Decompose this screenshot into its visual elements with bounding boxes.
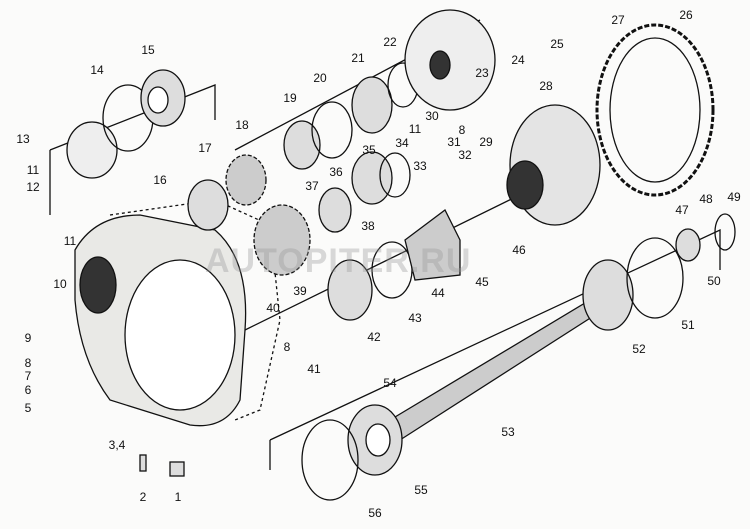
part-label: 50 bbox=[707, 274, 721, 288]
part-label: 26 bbox=[679, 8, 693, 22]
part-label: 12 bbox=[26, 180, 40, 194]
part-label: 16 bbox=[153, 173, 167, 187]
part-label: 56 bbox=[368, 506, 382, 520]
cover-13 bbox=[66, 121, 118, 179]
gear-16 bbox=[253, 204, 311, 276]
part-label: 35 bbox=[362, 143, 376, 157]
part-label: 48 bbox=[699, 192, 713, 206]
ring-49 bbox=[714, 213, 736, 251]
part-label: 9 bbox=[24, 331, 32, 345]
part-label: 46 bbox=[512, 243, 526, 257]
ring-56 bbox=[301, 419, 359, 501]
part-label: 11 bbox=[408, 122, 422, 136]
bearing-38 bbox=[318, 187, 352, 233]
part-label: 19 bbox=[283, 91, 297, 105]
part-label: 53 bbox=[501, 425, 515, 439]
part-label: 11 bbox=[26, 163, 40, 177]
part-label: 1 bbox=[174, 490, 182, 504]
bearing-17 bbox=[187, 179, 229, 231]
part-label: 44 bbox=[431, 286, 445, 300]
gear-18 bbox=[225, 154, 267, 206]
bearing-35 bbox=[351, 151, 393, 205]
ring-gear-27 bbox=[595, 23, 715, 197]
part-label: 13 bbox=[16, 132, 30, 146]
part-label: 20 bbox=[313, 71, 327, 85]
watermark: AUTOPITER.RU bbox=[205, 242, 472, 280]
ring-33 bbox=[379, 152, 411, 198]
flange-20 bbox=[311, 101, 353, 159]
part-label: 36 bbox=[329, 165, 343, 179]
part-label: 40 bbox=[266, 301, 280, 315]
part-label: 8 bbox=[283, 340, 291, 354]
part-label: 55 bbox=[414, 483, 428, 497]
part-label: 22 bbox=[383, 35, 397, 49]
part-label: 23 bbox=[475, 66, 489, 80]
part-label: 18 bbox=[235, 118, 249, 132]
part-label: 52 bbox=[632, 342, 646, 356]
part-label: 43 bbox=[408, 311, 422, 325]
part-label: 10 bbox=[53, 277, 67, 291]
part-label: 21 bbox=[351, 51, 365, 65]
part-label: 24 bbox=[511, 53, 525, 67]
part-label: 34 bbox=[395, 136, 409, 150]
part-label: 49 bbox=[727, 190, 741, 204]
nut-50 bbox=[675, 228, 701, 262]
part-label: 15 bbox=[141, 43, 155, 57]
bolt-2 bbox=[139, 454, 147, 472]
housing bbox=[74, 214, 247, 427]
plate-51 bbox=[626, 237, 684, 319]
part-label: 2 bbox=[139, 490, 147, 504]
part-label: 38 bbox=[361, 219, 375, 233]
part-label: 6 bbox=[24, 383, 32, 397]
part-label: 51 bbox=[681, 318, 695, 332]
part-label: 45 bbox=[475, 275, 489, 289]
part-label: 31 bbox=[447, 135, 461, 149]
part-label: 37 bbox=[305, 179, 319, 193]
part-label: 29 bbox=[479, 135, 493, 149]
part-label: 11 bbox=[63, 234, 77, 248]
part-label: 14 bbox=[90, 63, 104, 77]
part-label: 8 bbox=[458, 123, 466, 137]
bearing-42 bbox=[327, 259, 373, 321]
nut-1 bbox=[169, 461, 185, 477]
bearing-21 bbox=[351, 76, 393, 134]
part-label: 39 bbox=[293, 284, 307, 298]
part-label: 33 bbox=[413, 159, 427, 173]
part-label: 25 bbox=[550, 37, 564, 51]
bearing-52 bbox=[582, 259, 634, 331]
part-label: 17 bbox=[198, 141, 212, 155]
part-label: 42 bbox=[367, 330, 381, 344]
part-label: 47 bbox=[675, 203, 689, 217]
part-label: 5 bbox=[24, 401, 32, 415]
hub-44 bbox=[404, 209, 461, 281]
part-label: 41 bbox=[307, 362, 321, 376]
part-label: 3,4 bbox=[108, 438, 126, 452]
part-label: 8 bbox=[24, 356, 32, 370]
group-frame-shaft bbox=[269, 228, 721, 441]
part-label: 30 bbox=[425, 109, 439, 123]
part-label: 54 bbox=[383, 376, 397, 390]
part-label: 27 bbox=[611, 13, 625, 27]
part-label: 32 bbox=[458, 148, 472, 162]
part-label: 28 bbox=[539, 79, 553, 93]
part-label: 7 bbox=[24, 369, 32, 383]
bearing-19 bbox=[283, 120, 321, 170]
